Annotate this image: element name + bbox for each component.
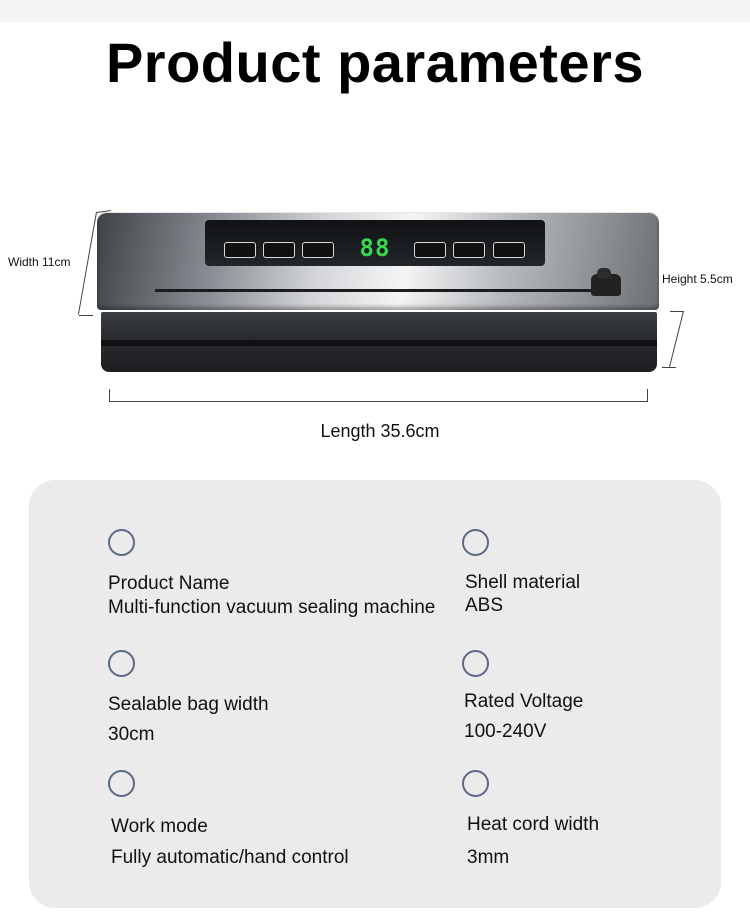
length-bracket-right — [647, 389, 648, 402]
height-label: Height 5.5cm — [662, 272, 733, 286]
spec-value-heat-cord-width: 3mm — [467, 847, 510, 868]
sealer-base — [101, 312, 657, 372]
spec-value-rated-voltage: 100-240V — [464, 721, 547, 742]
spec-value-product-name: Multi-function vacuum sealing machine — [108, 597, 436, 618]
spec-label-shell-material: Shell material — [465, 572, 581, 593]
lock-handle — [591, 268, 621, 296]
spec-bullet-icon — [108, 650, 135, 677]
spec-bullet-icon — [462, 529, 489, 556]
sealing-slot — [155, 289, 605, 292]
spec-value-shell-material: ABS — [465, 595, 504, 616]
product-illustration: 88 — [77, 210, 684, 402]
panel-button-4 — [414, 242, 446, 258]
spec-label-work-mode: Work mode — [111, 816, 208, 837]
height-bracket-bottom — [662, 367, 676, 368]
height-bracket-top — [670, 311, 684, 312]
length-bracket-horizontal — [109, 401, 648, 402]
panel-button-6 — [493, 242, 525, 258]
spec-value-work-mode: Fully automatic/hand control — [111, 847, 349, 868]
spec-bullet-icon — [462, 650, 489, 677]
spec-label-bag-width: Sealable bag width — [108, 694, 269, 715]
panel-button-5 — [453, 242, 485, 258]
page-title: Product parameters — [105, 31, 645, 94]
width-bracket-bottom — [79, 315, 93, 316]
panel-button-1 — [224, 242, 256, 258]
panel-button-3 — [302, 242, 334, 258]
width-bracket-vertical — [77, 211, 97, 315]
length-bracket-left — [109, 389, 110, 402]
spec-bullet-icon — [108, 770, 135, 797]
digital-display: 88 — [359, 234, 391, 262]
spec-label-heat-cord-width: Heat cord width — [467, 814, 600, 835]
spec-bullet-icon — [462, 770, 489, 797]
spec-label-product-name: Product Name — [108, 573, 230, 594]
spec-bullet-icon — [108, 529, 135, 556]
spec-label-rated-voltage: Rated Voltage — [464, 691, 584, 712]
control-panel: 88 — [205, 220, 545, 266]
spec-card — [29, 480, 721, 908]
spec-value-bag-width: 30cm — [108, 724, 155, 745]
height-bracket-vertical — [668, 310, 684, 368]
base-seam — [101, 340, 657, 346]
sealer-lid: 88 — [97, 212, 659, 310]
panel-button-2 — [263, 242, 295, 258]
width-label: Width 11cm — [8, 255, 71, 269]
top-band — [0, 0, 750, 22]
length-label: Length 35.6cm — [320, 421, 440, 441]
